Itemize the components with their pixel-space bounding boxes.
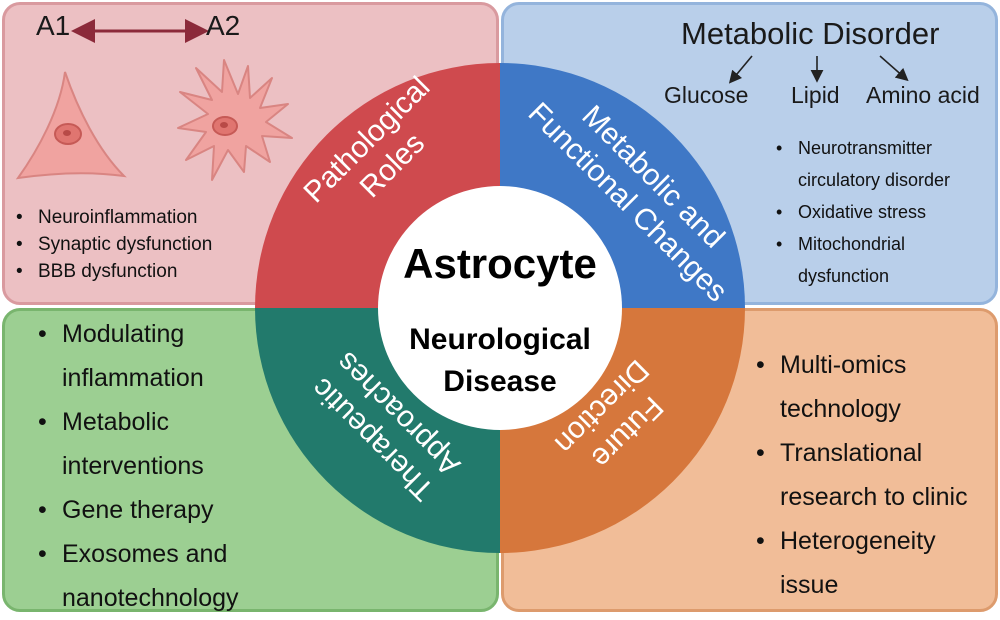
metabolic-disorder-title: Metabolic Disorder (681, 16, 940, 51)
list-item: Gene therapy (34, 488, 239, 532)
amino-acid-arrow (879, 55, 909, 82)
amino-acid-label: Amino acid (866, 82, 980, 108)
list-item: Synaptic dysfunction (10, 231, 212, 258)
glucose-arrow (728, 55, 753, 84)
list-item: BBB dysfunction (10, 258, 212, 285)
center-title: Astrocyte (403, 240, 597, 287)
list-item: Neuroinflammation (10, 204, 212, 231)
pathological-list: Neuroinflammation Synaptic dysfunction B… (10, 204, 212, 285)
lipid-label: Lipid (791, 82, 840, 108)
list-item: Oxidative stress (770, 196, 950, 228)
ring-inner-circle (378, 186, 622, 430)
center-subtitle-line2: Disease (443, 365, 557, 398)
a1-label: A1 (36, 10, 71, 41)
a2-cell-icon (177, 59, 293, 181)
glucose-label: Glucose (664, 82, 749, 108)
center-subtitle-line1: Neurological (409, 323, 591, 356)
a2-label: A2 (206, 10, 241, 41)
a1-cell-icon (15, 71, 127, 180)
